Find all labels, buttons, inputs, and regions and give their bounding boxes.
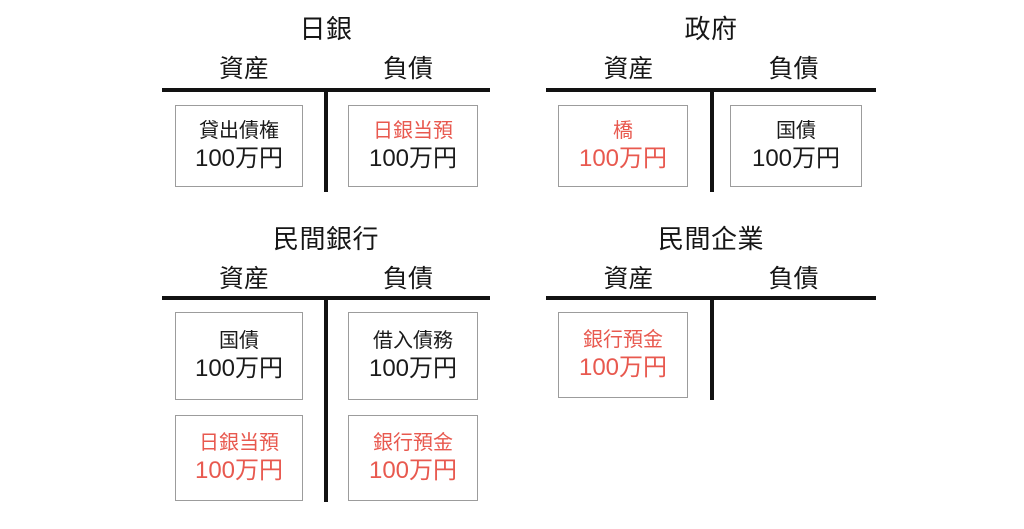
liability-box-label: 国債 [776,120,816,142]
asset-box-label: 国債 [219,330,259,352]
asset-box-label: 貸出債権 [199,120,279,142]
asset-box-label: 日銀当預 [199,432,279,454]
asset-box-amount: 100万円 [194,145,284,172]
tbar-vertical-private-bank [324,296,328,502]
tbar-vertical-government [710,88,714,192]
balance-sheet-boj: 日銀 資産 負債 貸出債権 100万円 日銀当預 100万円 [162,14,490,204]
liability-box-label: 借入債務 [373,330,453,352]
liability-box-label: 日銀当預 [373,120,453,142]
asset-box-private-bank-1: 国債 100万円 [175,312,303,400]
asset-box-amount: 100万円 [194,457,284,484]
liability-box-government-1: 国債 100万円 [730,105,862,187]
liability-box-amount: 100万円 [368,457,458,484]
asset-box-private-company-1: 銀行預金 100万円 [558,312,688,398]
group-title-private-company: 民間企業 [657,224,764,254]
liability-box-amount: 100万円 [751,145,841,172]
assets-header-private-bank: 資産 [218,265,269,293]
liability-box-private-bank-1: 借入債務 100万円 [348,312,478,400]
asset-box-private-bank-2: 日銀当預 100万円 [175,415,303,501]
assets-header-government: 資産 [603,55,654,83]
asset-box-label: 銀行預金 [583,329,663,351]
liabilities-header-government: 負債 [768,55,819,83]
liability-box-amount: 100万円 [368,145,458,172]
balance-sheet-private-bank: 民間銀行 資産 負債 国債 100万円 日銀当預 100万円 借入債務 100万… [162,224,490,509]
assets-header-boj: 資産 [218,55,269,83]
asset-box-boj-1: 貸出債権 100万円 [175,105,303,187]
liabilities-header-private-company: 負債 [768,265,819,293]
asset-box-government-1: 橋 100万円 [558,105,688,187]
liability-box-private-bank-2: 銀行預金 100万円 [348,415,478,501]
liability-box-label: 銀行預金 [373,432,453,454]
tbar-vertical-boj [324,88,328,192]
group-title-government: 政府 [684,14,738,44]
asset-box-amount: 100万円 [194,355,284,382]
group-title-boj: 日銀 [299,14,353,44]
liability-box-amount: 100万円 [368,355,458,382]
asset-box-label: 橋 [613,120,633,142]
tbar-vertical-private-company [710,296,714,400]
liability-box-boj-1: 日銀当預 100万円 [348,105,478,187]
assets-header-private-company: 資産 [603,265,654,293]
group-title-private-bank: 民間銀行 [272,224,379,254]
balance-sheet-government: 政府 資産 負債 橋 100万円 国債 100万円 [546,14,876,204]
liabilities-header-private-bank: 負債 [382,265,433,293]
asset-box-amount: 100万円 [578,354,668,381]
asset-box-amount: 100万円 [578,145,668,172]
balance-sheet-private-company: 民間企業 資産 負債 銀行預金 100万円 [546,224,876,409]
liabilities-header-boj: 負債 [382,55,433,83]
